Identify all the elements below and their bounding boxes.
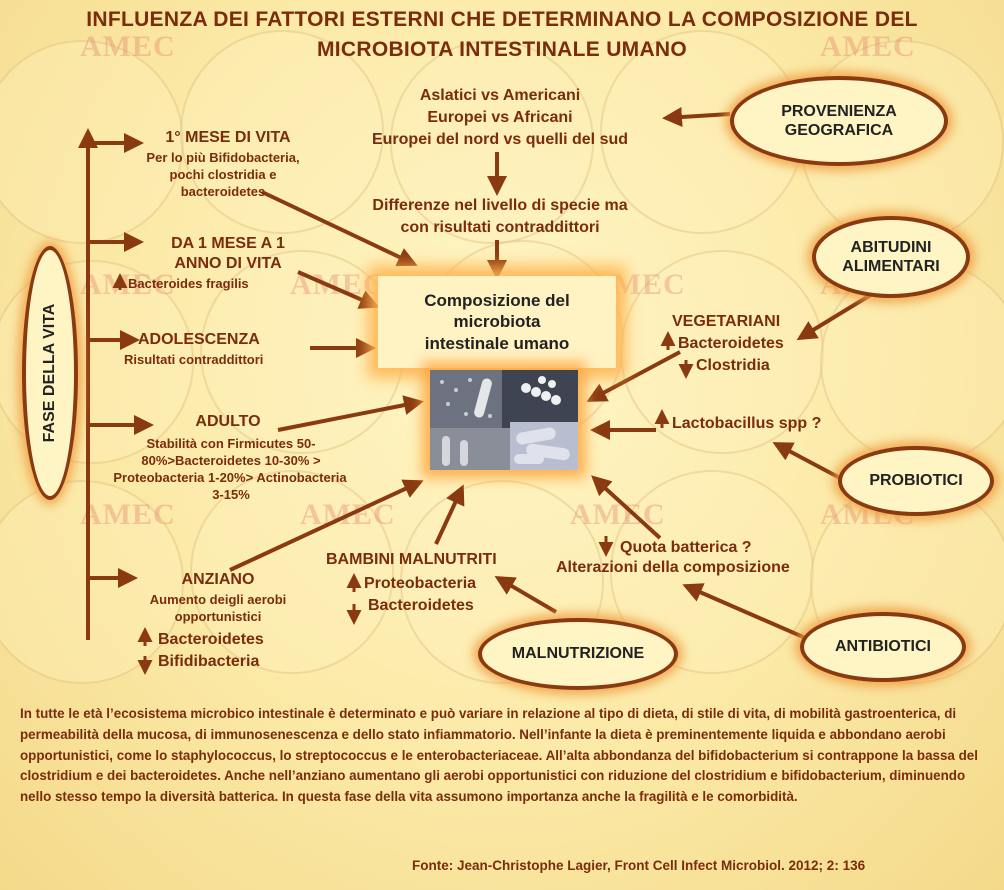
stage-adult-line: Proteobacteria 1-20%> Actinobacteria	[113, 470, 347, 485]
watermark: AMEC	[80, 30, 176, 63]
source-citation: Fonte: Jean-Christophe Lagier, Front Cel…	[412, 858, 866, 873]
malnutrition-up: Proteobacteria	[364, 575, 477, 592]
stage-infant-heading: DA 1 MESE A 1	[171, 235, 285, 252]
malnutrition-down: Bacteroidetes	[368, 597, 474, 614]
stage-arrow	[277, 395, 424, 432]
bacteria-micrograph	[430, 370, 578, 470]
stage-elderly-heading: ANZIANO	[181, 571, 255, 588]
geography-result: con risultati contraddittori	[400, 219, 600, 236]
microbiota-composition-box: Composizione del microbiota intestinale …	[378, 276, 616, 368]
stage-elderly-down: Bifidibacteria	[158, 653, 260, 670]
description-paragraph: In tutte le età l’ecosistema microbico i…	[20, 706, 978, 805]
stage-adolescence-heading: ADOLESCENZA	[138, 331, 260, 348]
factor-arrow	[586, 350, 681, 402]
geography-line: Europei vs Africani	[427, 109, 573, 126]
geography-result: Differenze nel livello di specie ma	[372, 197, 628, 214]
stage-arrow	[261, 190, 418, 267]
stage-first-month-heading: 1° MESE DI VITA	[165, 129, 291, 146]
stage-elderly-up: Bacteroidetes	[158, 631, 264, 648]
factor-oval-antibiotics: ANTIBIOTICI	[800, 612, 966, 682]
stage-first-month-line: pochi clostridia e	[169, 167, 277, 182]
stage-arrow	[297, 270, 380, 309]
factor-arrow	[494, 575, 558, 614]
page-title: INFLUENZA DEI FATTORI ESTERNI CHE DETERM…	[86, 8, 918, 31]
diet-down: Clostridia	[696, 357, 770, 374]
watermark: AMEC	[80, 498, 176, 531]
stage-elderly-line: opportunistici	[174, 609, 262, 624]
stage-first-month-line: Per lo più Bifidobacteria,	[146, 150, 300, 165]
factor-arrow	[772, 442, 841, 480]
stage-adult-line: 80%>Bacteroidetes 10-30% >	[141, 453, 321, 468]
stage-adolescence-detail: Risultati contraddittori	[124, 352, 264, 367]
watermark: AMEC	[820, 30, 916, 63]
stage-adult-line: 3-15%	[212, 487, 250, 502]
antibiotics-line: Alterazioni della composizione	[556, 559, 790, 576]
geography-line: Aslatici vs Americani	[419, 87, 581, 104]
factor-oval-probiotics: PROBIOTICI	[838, 446, 994, 516]
stage-infant-heading-line2: ANNO DI VITA	[174, 255, 282, 272]
life-stage-oval: FASE DELLA VITA	[22, 246, 78, 500]
stage-elderly-line: Aumento deigli aerobi	[149, 592, 287, 607]
diet-heading: VEGETARIANI	[672, 313, 781, 330]
factor-arrow	[662, 107, 731, 127]
page-title-line2: MICROBIOTA INTESTINALE UMANO	[316, 38, 688, 61]
stage-infant-detail: Bacteroides fragilis	[128, 276, 249, 291]
stage-arrow	[434, 484, 465, 545]
stage-arrow	[229, 479, 424, 572]
stage-adult-heading: ADULTO	[195, 413, 261, 430]
antibiotics-down: Quota batterica ?	[620, 539, 752, 556]
malnutrition-heading: BAMBINI MALNUTRITI	[326, 551, 497, 568]
factor-arrow	[591, 475, 662, 540]
factor-oval-malnutrition: MALNUTRIZIONE	[478, 618, 678, 690]
stage-first-month-line: bacteroidetes	[180, 184, 266, 199]
stage-adult-line: Stabilità con Firmicutes 50-	[146, 436, 316, 451]
geography-line: Europei del nord vs quelli del sud	[371, 131, 629, 148]
diet-up: Bacteroidetes	[678, 335, 784, 352]
life-stage-label: FASE DELLA VITA	[41, 303, 58, 443]
probiotics-up: Lactobacillus spp ?	[672, 415, 822, 432]
factor-arrow	[682, 583, 811, 642]
